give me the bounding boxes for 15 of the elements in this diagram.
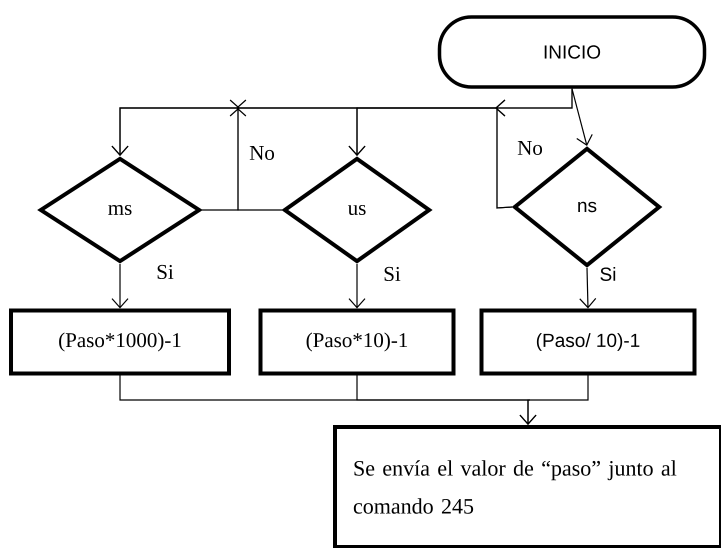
edge-label: Si [598, 266, 618, 282]
arrow [348, 100, 512, 209]
arrow [571, 88, 593, 146]
arrow [112, 264, 128, 308]
arrow [520, 376, 589, 425]
arrow [348, 264, 366, 308]
process-box: (Paso*1000)-1 [9, 308, 231, 376]
edge-label: Si [155, 264, 175, 280]
edge-label: Si [382, 266, 402, 282]
process-box: (Paso/ 10)-1 [480, 308, 696, 376]
edge-label: No [248, 145, 276, 161]
process-box: (Paso*10)-1 [258, 308, 456, 376]
arrow [579, 268, 596, 308]
start-terminal: INICIO [438, 15, 706, 89]
output-box: Se envía el valor de “paso” junto al comando 245 [333, 425, 721, 548]
